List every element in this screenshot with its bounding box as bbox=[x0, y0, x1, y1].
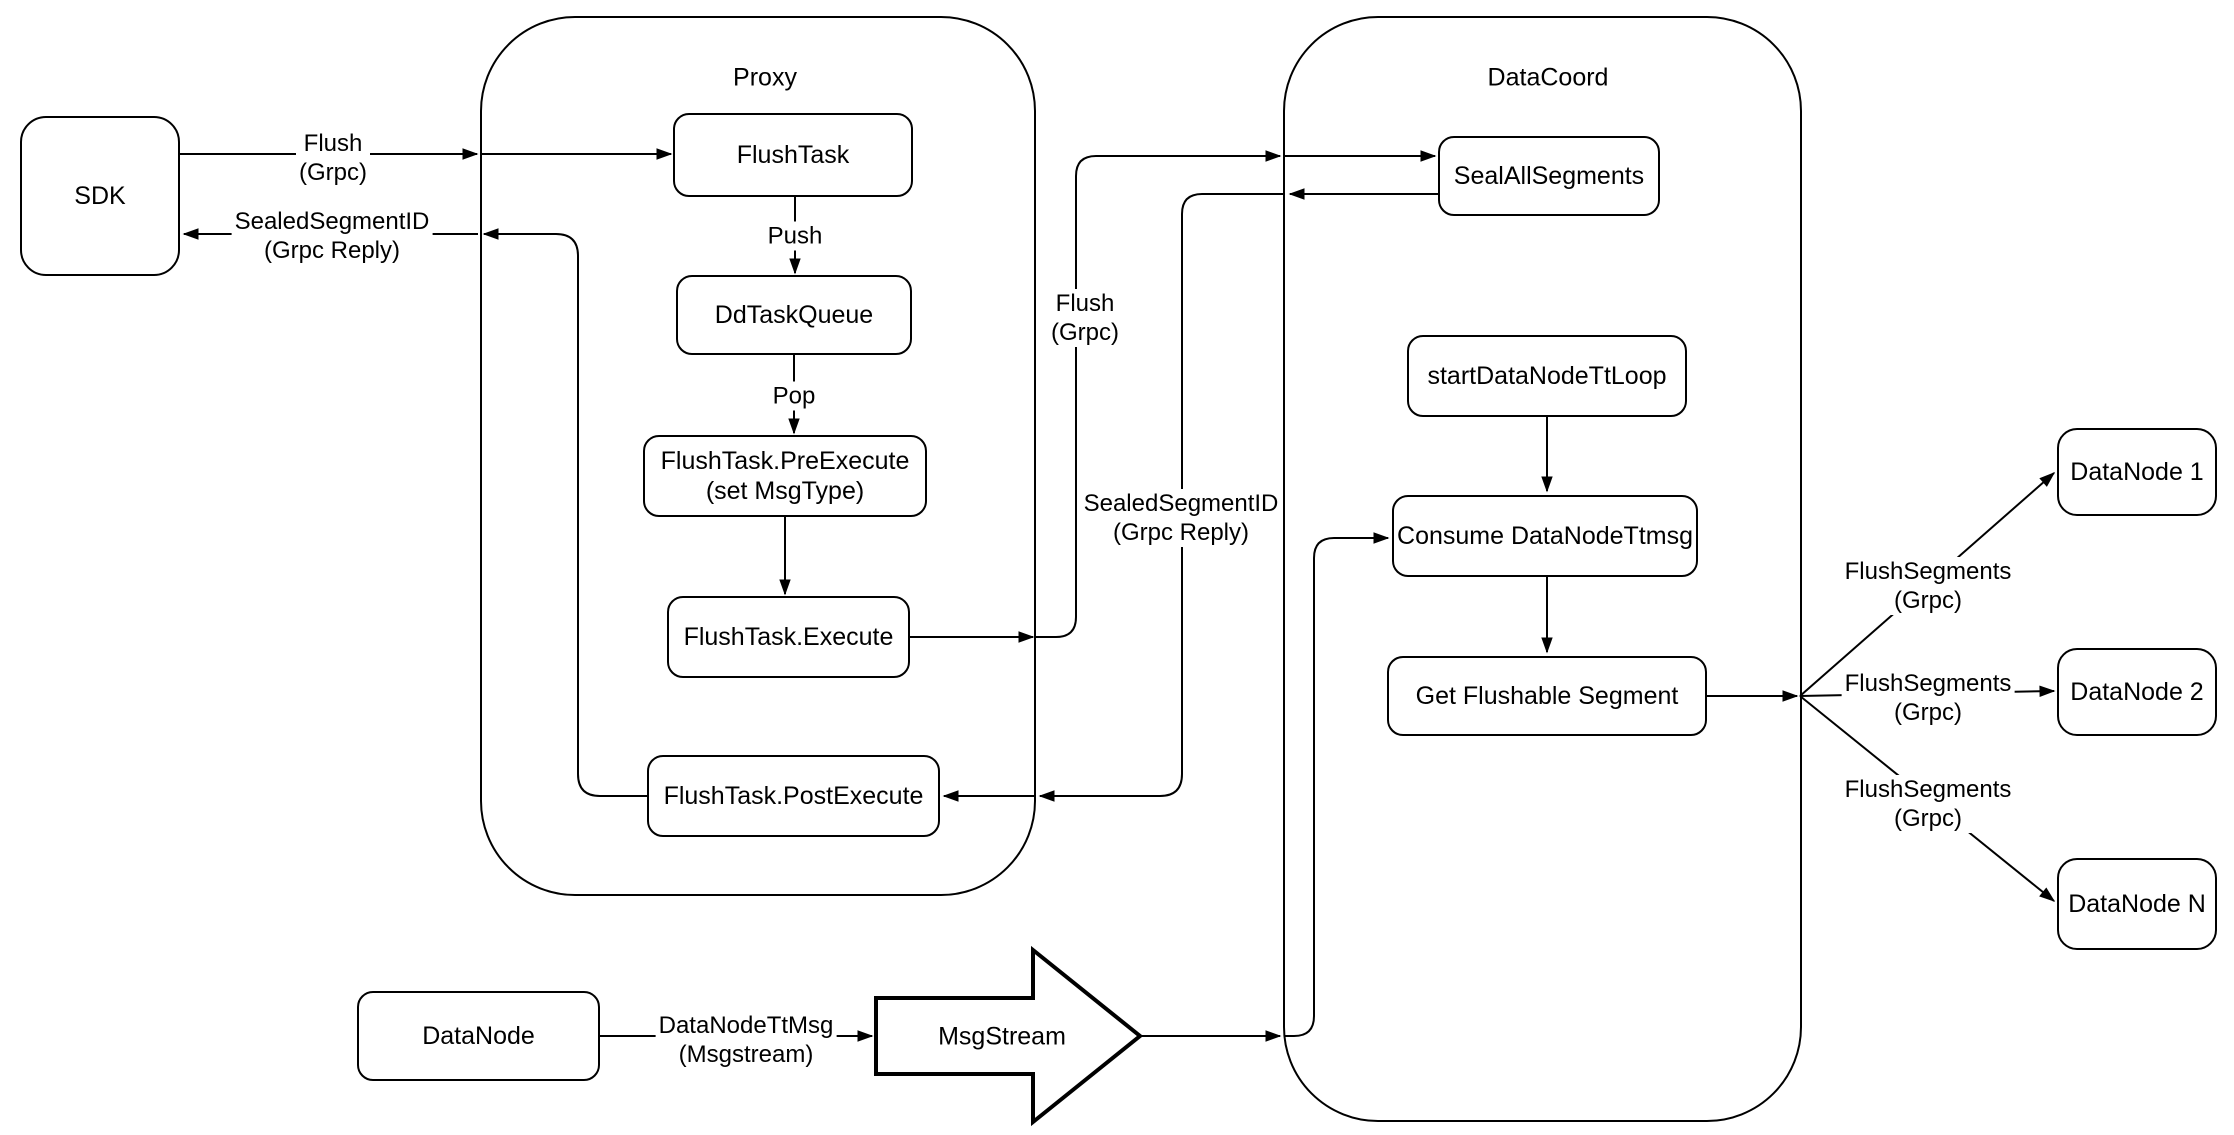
node-getflushablesegment-label: Get Flushable Segment bbox=[1415, 682, 1679, 710]
node-sealallsegments: SealAllSegments bbox=[1438, 136, 1660, 216]
node-datanoden-label: DataNode N bbox=[2068, 890, 2206, 918]
msgstream-shape bbox=[874, 945, 1144, 1127]
edge-label-datanodettmsg-line2: (Msgstream) bbox=[678, 1041, 814, 1068]
proxy-container-label: Proxy bbox=[733, 63, 797, 92]
edge-label-sealed-sdk-line2: (Grpc Reply) bbox=[263, 237, 401, 264]
node-preexecute-sublabel: (set MsgType) bbox=[705, 477, 865, 505]
node-startdatanodettloop: startDataNodeTtLoop bbox=[1407, 335, 1687, 417]
node-datanode1: DataNode 1 bbox=[2057, 428, 2217, 516]
node-preexecute-label: FlushTask.PreExecute bbox=[660, 447, 910, 475]
edge-label-flush-datacoord-line1: Flush bbox=[1055, 290, 1115, 317]
node-sealallsegments-label: SealAllSegments bbox=[1453, 162, 1645, 190]
edge-label-sealed-datacoord-line2: (Grpc Reply) bbox=[1112, 519, 1250, 546]
edge-label-flush-datacoord: Flush (Grpc) bbox=[1048, 289, 1122, 347]
edge-label-pop: Pop bbox=[769, 381, 819, 411]
edge-label-flushsegments-3-line1: FlushSegments bbox=[1844, 776, 2012, 803]
node-execute-label: FlushTask.Execute bbox=[683, 623, 894, 651]
node-postexecute: FlushTask.PostExecute bbox=[647, 755, 940, 837]
edge-datacoord-to-consume bbox=[1285, 532, 1390, 1037]
edge-label-datanodettmsg-line1: DataNodeTtMsg bbox=[658, 1012, 834, 1039]
node-flushtask-label: FlushTask bbox=[736, 141, 850, 169]
edge-label-sealed-sdk-line1: SealedSegmentID bbox=[234, 208, 430, 235]
edge-label-datanodettmsg: DataNodeTtMsg (Msgstream) bbox=[655, 1011, 837, 1069]
edge-label-flushsegments-1-line2: (Grpc) bbox=[1894, 587, 1962, 614]
edge-label-flushsegments-2-line1: FlushSegments bbox=[1844, 670, 2012, 697]
node-preexecute: FlushTask.PreExecute (set MsgType) bbox=[643, 435, 927, 517]
edge-proxy-to-datacoord-flush bbox=[1036, 150, 1282, 638]
node-postexecute-label: FlushTask.PostExecute bbox=[663, 782, 924, 810]
node-consumedatanodettmsg-label: Consume DataNodeTtmsg bbox=[1397, 522, 1693, 550]
edge-label-push-text: Push bbox=[767, 222, 823, 250]
node-msgstream-label: MsgStream bbox=[938, 1022, 1066, 1051]
node-sdk: SDK bbox=[20, 116, 180, 276]
edge-label-flushsegments-3: FlushSegments (Grpc) bbox=[1841, 775, 2015, 833]
node-datanode2: DataNode 2 bbox=[2057, 648, 2217, 736]
edge-label-flushsegments-3-line2: (Grpc) bbox=[1894, 805, 1962, 832]
edge-label-flushsegments-2-line2: (Grpc) bbox=[1894, 699, 1962, 726]
edge-label-flush-sdk-line1: Flush bbox=[303, 130, 363, 157]
edge-label-sealed-datacoord-line1: SealedSegmentID bbox=[1083, 490, 1279, 517]
edge-label-flushsegments-1: FlushSegments (Grpc) bbox=[1841, 557, 2015, 615]
edge-label-sealed-datacoord: SealedSegmentID (Grpc Reply) bbox=[1080, 489, 1282, 547]
edge-label-flush-datacoord-line2: (Grpc) bbox=[1051, 319, 1119, 346]
edge-label-flushsegments-1-line1: FlushSegments bbox=[1844, 558, 2012, 585]
edge-label-push: Push bbox=[764, 221, 826, 251]
node-datanode1-label: DataNode 1 bbox=[2070, 458, 2204, 486]
node-datanode-label: DataNode bbox=[422, 1022, 535, 1050]
node-startdatanodettloop-label: startDataNodeTtLoop bbox=[1427, 362, 1667, 390]
edge-label-flush-sdk: Flush (Grpc) bbox=[296, 129, 370, 187]
node-datanode: DataNode bbox=[357, 991, 600, 1081]
node-flushtask: FlushTask bbox=[673, 113, 913, 197]
node-consumedatanodettmsg: Consume DataNodeTtmsg bbox=[1392, 495, 1698, 577]
datacoord-container-label: DataCoord bbox=[1487, 63, 1609, 92]
node-ddtaskqueue-label: DdTaskQueue bbox=[714, 301, 874, 329]
edge-label-sealed-sdk: SealedSegmentID (Grpc Reply) bbox=[231, 207, 433, 265]
edge-label-pop-text: Pop bbox=[772, 382, 816, 410]
node-getflushablesegment: Get Flushable Segment bbox=[1387, 656, 1707, 736]
edge-label-flush-sdk-line2: (Grpc) bbox=[299, 159, 367, 186]
edge-postexecute-to-proxy-reply bbox=[482, 228, 649, 797]
edge-label-flushsegments-2: FlushSegments (Grpc) bbox=[1841, 669, 2015, 727]
node-execute: FlushTask.Execute bbox=[667, 596, 910, 678]
node-datanode2-label: DataNode 2 bbox=[2070, 678, 2204, 706]
node-datanoden: DataNode N bbox=[2057, 858, 2217, 950]
node-sdk-label: SDK bbox=[74, 182, 126, 210]
node-ddtaskqueue: DdTaskQueue bbox=[676, 275, 912, 355]
